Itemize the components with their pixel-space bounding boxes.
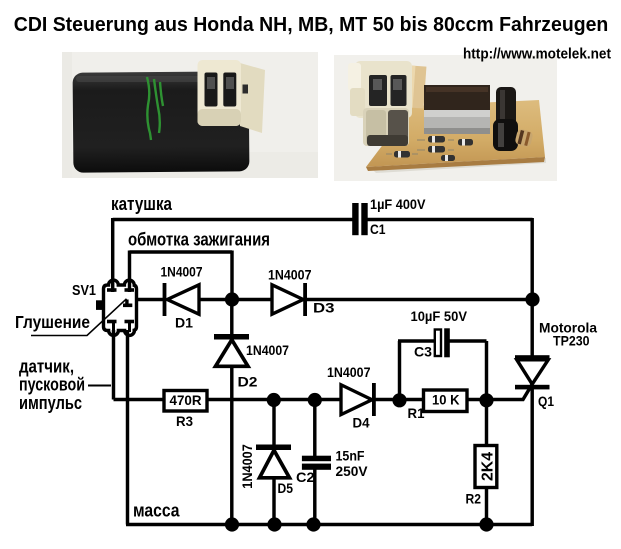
svg-text:R2: R2 — [466, 491, 482, 507]
svg-text:D2: D2 — [238, 373, 258, 389]
svg-text:10 K: 10 K — [432, 391, 460, 407]
svg-text:пусковой: пусковой — [19, 375, 85, 395]
svg-text:CDI Steuerung aus Honda NH, MB: CDI Steuerung aus Honda NH, MB, MT 50 bi… — [14, 14, 609, 36]
svg-text:Q1: Q1 — [538, 393, 554, 409]
svg-text:1N4007: 1N4007 — [327, 364, 371, 380]
svg-text:1N4007: 1N4007 — [239, 444, 255, 489]
svg-text:R3: R3 — [176, 413, 193, 429]
svg-text:470R: 470R — [170, 392, 202, 408]
svg-text:обмотка зажигания: обмотка зажигания — [128, 230, 270, 250]
svg-text:2K4: 2K4 — [480, 452, 497, 481]
svg-text:http://www.motelek.net: http://www.motelek.net — [463, 46, 611, 63]
svg-text:10µF 50V: 10µF 50V — [411, 308, 468, 324]
svg-text:Motorola: Motorola — [539, 320, 597, 336]
svg-text:C2: C2 — [296, 469, 315, 485]
svg-text:катушка: катушка — [111, 194, 173, 214]
svg-text:C1: C1 — [370, 221, 386, 237]
svg-text:R1: R1 — [408, 405, 425, 421]
svg-text:C3: C3 — [414, 344, 432, 360]
svg-text:импульс: импульс — [19, 393, 82, 413]
svg-text:1N4007: 1N4007 — [161, 263, 203, 279]
svg-text:D1: D1 — [175, 314, 193, 330]
svg-text:15nF: 15nF — [336, 448, 365, 464]
svg-text:SV1: SV1 — [72, 283, 96, 299]
svg-text:250V: 250V — [336, 463, 369, 479]
svg-text:Глушение: Глушение — [15, 312, 90, 332]
svg-text:D4: D4 — [353, 414, 370, 430]
svg-text:масса: масса — [133, 501, 180, 521]
svg-text:1N4007: 1N4007 — [246, 342, 289, 358]
svg-text:1µF 400V: 1µF 400V — [370, 196, 426, 212]
svg-text:D5: D5 — [278, 480, 294, 496]
svg-text:датчик,: датчик, — [19, 357, 74, 377]
svg-text:TP230: TP230 — [553, 333, 590, 349]
svg-text:D3: D3 — [313, 300, 335, 316]
svg-text:1N4007: 1N4007 — [268, 266, 312, 282]
